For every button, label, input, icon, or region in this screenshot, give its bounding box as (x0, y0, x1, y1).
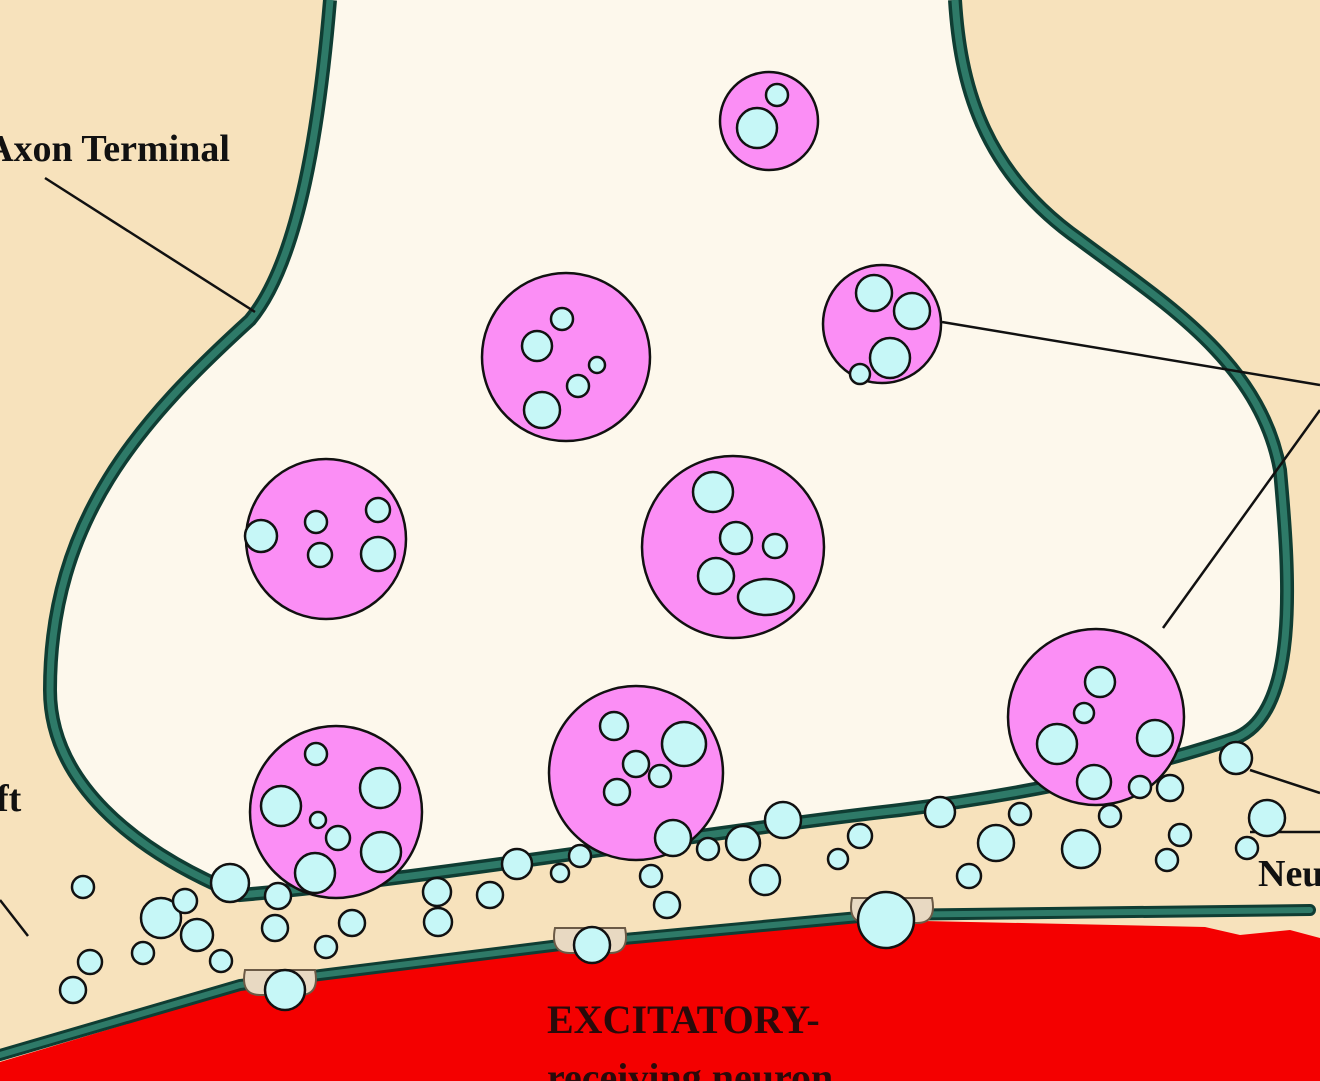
vesicle (642, 456, 824, 638)
neurotransmitter-molecule (1085, 667, 1115, 697)
neurotransmitter-molecule (766, 84, 788, 106)
neurotransmitter-molecule (649, 765, 671, 787)
neurotransmitter-molecule (360, 768, 400, 808)
neurotransmitter-molecule (265, 883, 291, 909)
neurotransmitter-molecule (502, 849, 532, 879)
excitatory-label: EXCITATORY- (547, 1000, 820, 1040)
neurotransmitter-molecule (574, 927, 610, 963)
synaptic-cleft-label: ft (0, 780, 21, 818)
neurotransmitter-molecule (1157, 775, 1183, 801)
neurotransmitter-molecule (662, 722, 706, 766)
neurotransmitter-molecule (132, 942, 154, 964)
neurotransmitter-molecule (361, 832, 401, 872)
neurotransmitter-molecule (1236, 837, 1258, 859)
neurotransmitter-molecule (361, 537, 395, 571)
neurotransmitter-molecule (211, 864, 249, 902)
neurotransmitter-molecule (551, 864, 569, 882)
neurotransmitter-molecule (738, 579, 794, 615)
neurotransmitter-molecule (1169, 824, 1191, 846)
neurotransmitter-molecule (1009, 803, 1031, 825)
vesicle (1008, 629, 1184, 805)
vesicle (482, 273, 650, 441)
neurotransmitter-molecule (1129, 776, 1151, 798)
neurotransmitter-molecule (72, 876, 94, 898)
neurotransmitter-molecule (315, 936, 337, 958)
vesicle (823, 265, 941, 384)
vesicle (245, 459, 406, 619)
axon-terminal-pointer (45, 178, 255, 312)
neurotransmitter-molecule (326, 826, 350, 850)
neurotransmitter-molecule (1099, 805, 1121, 827)
receiving-neuron-label: receiving neuron (547, 1058, 833, 1081)
neurotransmitter-molecule (600, 712, 628, 740)
neurotransmitter-molecule (894, 293, 930, 329)
neurotransmitter-molecule (262, 915, 288, 941)
neurotransmitter-molecule (261, 786, 301, 826)
vesicle (720, 72, 818, 170)
vesicle (250, 726, 422, 898)
neurotransmitter-molecule (1220, 742, 1252, 774)
neurotransmitter-molecule (245, 520, 277, 552)
neurotransmitter-molecule (828, 849, 848, 869)
neurotransmitter-molecule (604, 779, 630, 805)
neurotransmitter-molecule (308, 543, 332, 567)
neurotransmitter-molecule (737, 108, 777, 148)
neurotransmitter-molecule (640, 865, 662, 887)
neurotransmitter-molecule (173, 889, 197, 913)
axon-terminal-label: Axon Terminal (0, 130, 230, 168)
neurotransmitter-molecule (1062, 830, 1100, 868)
neurotransmitter-molecule (423, 878, 451, 906)
neurotransmitter-molecule (957, 864, 981, 888)
neurotransmitter-molecule (310, 812, 326, 828)
neurotransmitter-molecule (78, 950, 102, 974)
neurotransmitter-molecule (848, 824, 872, 848)
neurotransmitter-molecule (856, 275, 892, 311)
neurotransmitter-label: Neu (1258, 855, 1320, 893)
neurotransmitter-molecule (655, 820, 691, 856)
vesicle (549, 686, 723, 860)
neurotransmitter-molecule (858, 892, 914, 948)
neurotransmitter-molecule (693, 472, 733, 512)
neurotransmitter-molecule (295, 853, 335, 893)
neurotransmitter-molecule (551, 308, 573, 330)
neurotransmitter-molecule (305, 743, 327, 765)
neurotransmitter-molecule (1156, 849, 1178, 871)
neurotransmitter-molecule (765, 802, 801, 838)
neurotransmitter-molecule (524, 392, 560, 428)
neurotransmitter-molecule (60, 977, 86, 1003)
neurotransmitter-molecule (589, 357, 605, 373)
neurotransmitter-molecule (1137, 720, 1173, 756)
neurotransmitter-molecule (522, 331, 552, 361)
neurotransmitter-molecule (697, 838, 719, 860)
neurotransmitter-molecule (1037, 724, 1077, 764)
neurotransmitter-molecule (1249, 800, 1285, 836)
neurotransmitter-molecule (850, 364, 870, 384)
neurotransmitter-molecule (210, 950, 232, 972)
neurotransmitter-molecule (750, 865, 780, 895)
neurotransmitter-molecule (366, 498, 390, 522)
cleft-pointer (0, 900, 28, 936)
neurotransmitter-molecule (1074, 703, 1094, 723)
neurotransmitter-molecule (181, 919, 213, 951)
neurotransmitter-molecule (339, 910, 365, 936)
neurotransmitter-molecule (654, 892, 680, 918)
neurotransmitter-molecule (763, 534, 787, 558)
neurotransmitter-molecule (623, 751, 649, 777)
neurotransmitter-molecule (698, 558, 734, 594)
neurotransmitter-molecule (569, 845, 591, 867)
neurotransmitter-molecule (567, 375, 589, 397)
vesicle-membrane (482, 273, 650, 441)
neurotransmitter-molecule (870, 338, 910, 378)
neurotransmitter-molecule (978, 825, 1014, 861)
neurotransmitter-molecule (305, 511, 327, 533)
neurotransmitter-molecule (726, 826, 760, 860)
neurotransmitter-molecule (477, 882, 503, 908)
neurotransmitter-molecule (720, 522, 752, 554)
neurotransmitter-molecule (925, 797, 955, 827)
neurotransmitter-molecule (1077, 765, 1111, 799)
neurotransmitter-molecule (265, 970, 305, 1010)
neurotransmitter-pointer (1250, 770, 1320, 793)
neurotransmitter-molecule (424, 908, 452, 936)
